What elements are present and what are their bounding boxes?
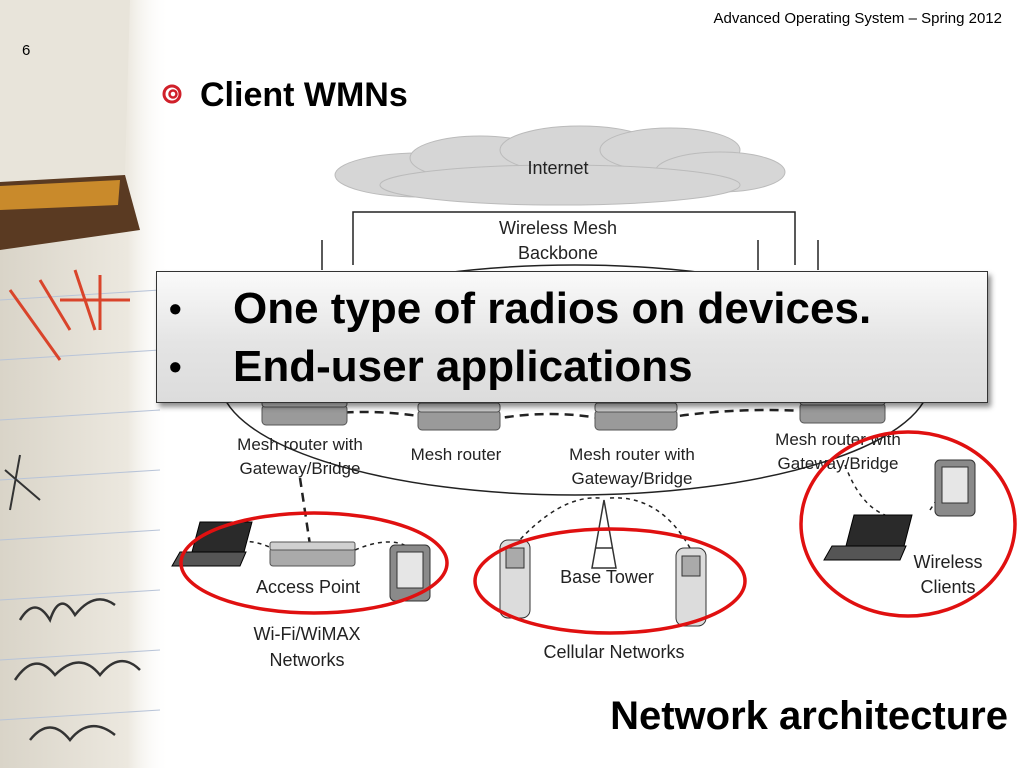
mesh-router-gateway-right-label-2: Gateway/Bridge <box>778 454 899 473</box>
callout-box: • One type of radios on devices. • End-use… <box>156 271 988 403</box>
mesh-router-icon <box>417 402 501 431</box>
mesh-router-gateway-mid-label-1: Mesh router with <box>569 445 695 464</box>
callout-item-1: • One type of radios on devices. <box>157 280 987 338</box>
highlight-circle-wifi <box>179 511 449 615</box>
laptop-icon <box>171 521 253 567</box>
callout-item-2-text: End-user applications <box>233 342 693 391</box>
slide-number: 6 <box>22 42 31 59</box>
wireless-clients-label-1: Wireless <box>913 552 982 572</box>
cell-phone-icon-left <box>499 539 531 619</box>
laptop-icon-right <box>823 514 913 561</box>
callout-list: • One type of radios on devices. • End-use… <box>157 280 987 396</box>
callout-item-1-text: One type of radios on devices. <box>233 284 872 333</box>
mesh-router-gateway-right-label-1: Mesh router with <box>775 430 901 449</box>
notebook-paper-decoration <box>0 0 170 768</box>
wireless-clients-label-2: Clients <box>920 577 975 597</box>
highlight-circle-cellular <box>473 527 747 635</box>
mesh-router-gateway-mid-icon <box>594 402 678 431</box>
course-header: Advanced Operating System – Spring 2012 <box>713 10 1002 27</box>
bullet-icon: • <box>169 288 182 329</box>
cellular-networks-label: Cellular Networks <box>543 642 684 662</box>
backbone-label-line2: Backbone <box>518 243 598 263</box>
internet-label: Internet <box>527 158 588 178</box>
access-point-icon <box>269 541 356 567</box>
wifi-wimax-label-1: Wi-Fi/WiMAX <box>254 624 361 644</box>
mesh-router-gateway-left-label-2: Gateway/Bridge <box>240 459 361 478</box>
mesh-router-gateway-mid-label-2: Gateway/Bridge <box>572 469 693 488</box>
internet-cloud-icon <box>334 125 786 206</box>
backbone-label-line1: Wireless Mesh <box>499 218 617 238</box>
access-point-label: Access Point <box>256 577 360 597</box>
title-bullet-icon <box>162 84 182 104</box>
base-tower-label: Base Tower <box>560 567 654 587</box>
bullet-icon: • <box>169 346 182 387</box>
callout-item-2: • End-user applications <box>157 338 987 396</box>
wifi-wimax-label-2: Networks <box>269 650 344 670</box>
mesh-router-label: Mesh router <box>411 445 502 464</box>
footer-caption: Network architecture <box>610 694 1008 738</box>
pda-icon-right <box>934 459 976 517</box>
base-tower-icon <box>591 499 617 569</box>
highlight-circle-clients <box>799 430 1017 618</box>
slide-title: Client WMNs <box>200 76 408 114</box>
cell-phone-icon-right <box>675 547 707 627</box>
mesh-router-gateway-left-label-1: Mesh router with <box>237 435 363 454</box>
pda-icon-left <box>389 544 431 602</box>
